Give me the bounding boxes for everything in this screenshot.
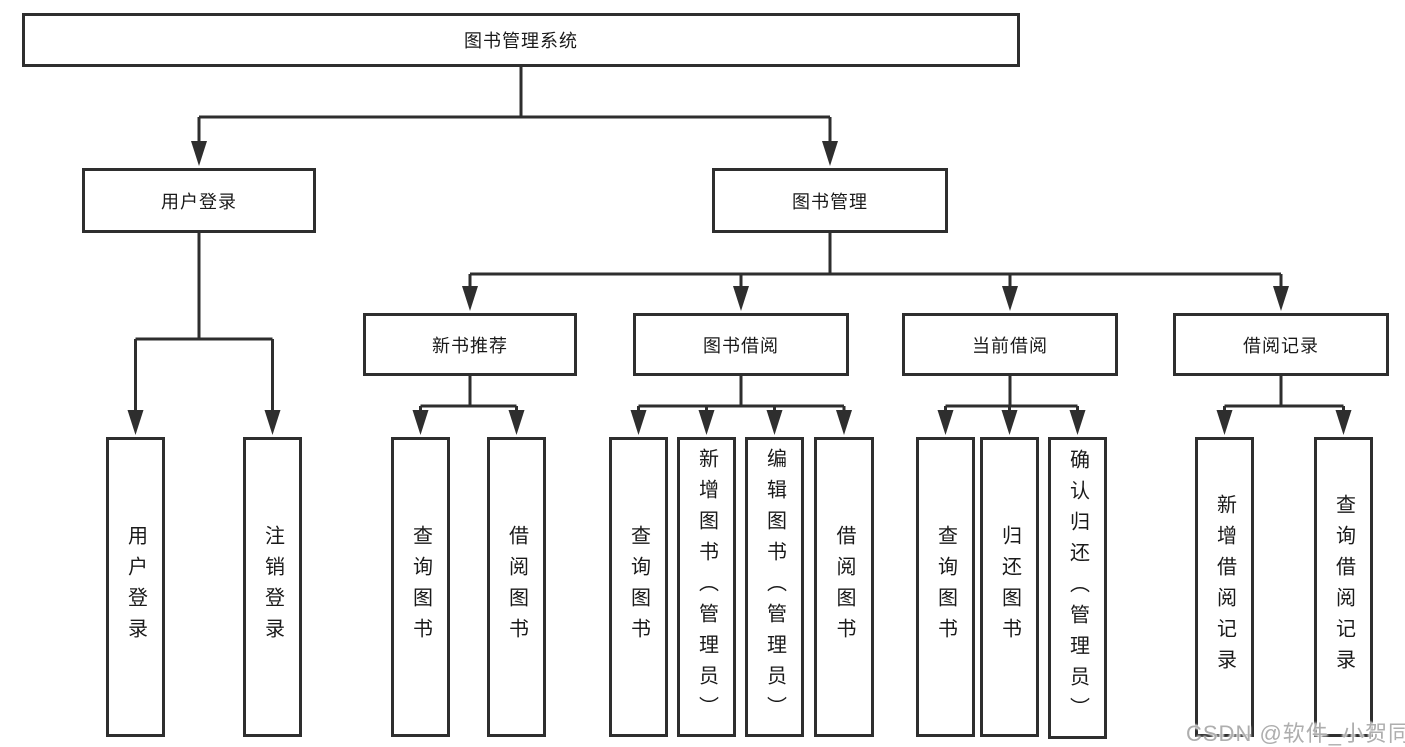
leaf-query-books-current: 查询图书 <box>916 437 975 737</box>
connector-bookmgmt-to-level2 <box>468 233 1283 288</box>
watermark: CSDN @软件_小贺同学 <box>1186 721 1405 746</box>
leaf-borrow-books-recommend: 借阅图书 <box>487 437 546 737</box>
node-new-book-recommend: 新书推荐 <box>363 313 577 376</box>
node-library-management-system: 图书管理系统 <box>22 13 1020 67</box>
leaf-edit-book-admin: 编辑图书（管理员） <box>745 437 804 737</box>
node-book-borrow: 图书借阅 <box>633 313 849 376</box>
leaf-add-borrow-record: 新增借阅记录 <box>1195 437 1254 737</box>
leaf-query-books-recommend: 查询图书 <box>391 437 450 737</box>
node-current-borrow: 当前借阅 <box>902 313 1118 376</box>
connector-root-to-level1 <box>197 67 832 144</box>
node-borrow-records: 借阅记录 <box>1173 313 1389 376</box>
leaf-query-borrow-record: 查询借阅记录 <box>1314 437 1373 737</box>
connector-borrow-to-leaves <box>637 376 846 412</box>
leaf-confirm-return-admin: 确认归还（管理员） <box>1048 437 1107 739</box>
connector-records-to-leaves <box>1223 376 1345 412</box>
leaf-user-login: 用户登录 <box>106 437 165 737</box>
leaf-return-book: 归还图书 <box>980 437 1039 737</box>
connector-userlogin-to-leaves <box>134 233 274 412</box>
leaf-add-book-admin: 新增图书（管理员） <box>677 437 736 737</box>
arrowheads <box>127 141 1352 435</box>
node-book-management: 图书管理 <box>712 168 948 233</box>
leaf-logout: 注销登录 <box>243 437 302 737</box>
connector-recommend-to-leaves <box>419 376 518 412</box>
leaf-borrow-books: 借阅图书 <box>814 437 874 737</box>
connector-current-to-leaves <box>944 376 1079 412</box>
node-user-login: 用户登录 <box>82 168 316 233</box>
leaf-query-books-borrow: 查询图书 <box>609 437 668 737</box>
